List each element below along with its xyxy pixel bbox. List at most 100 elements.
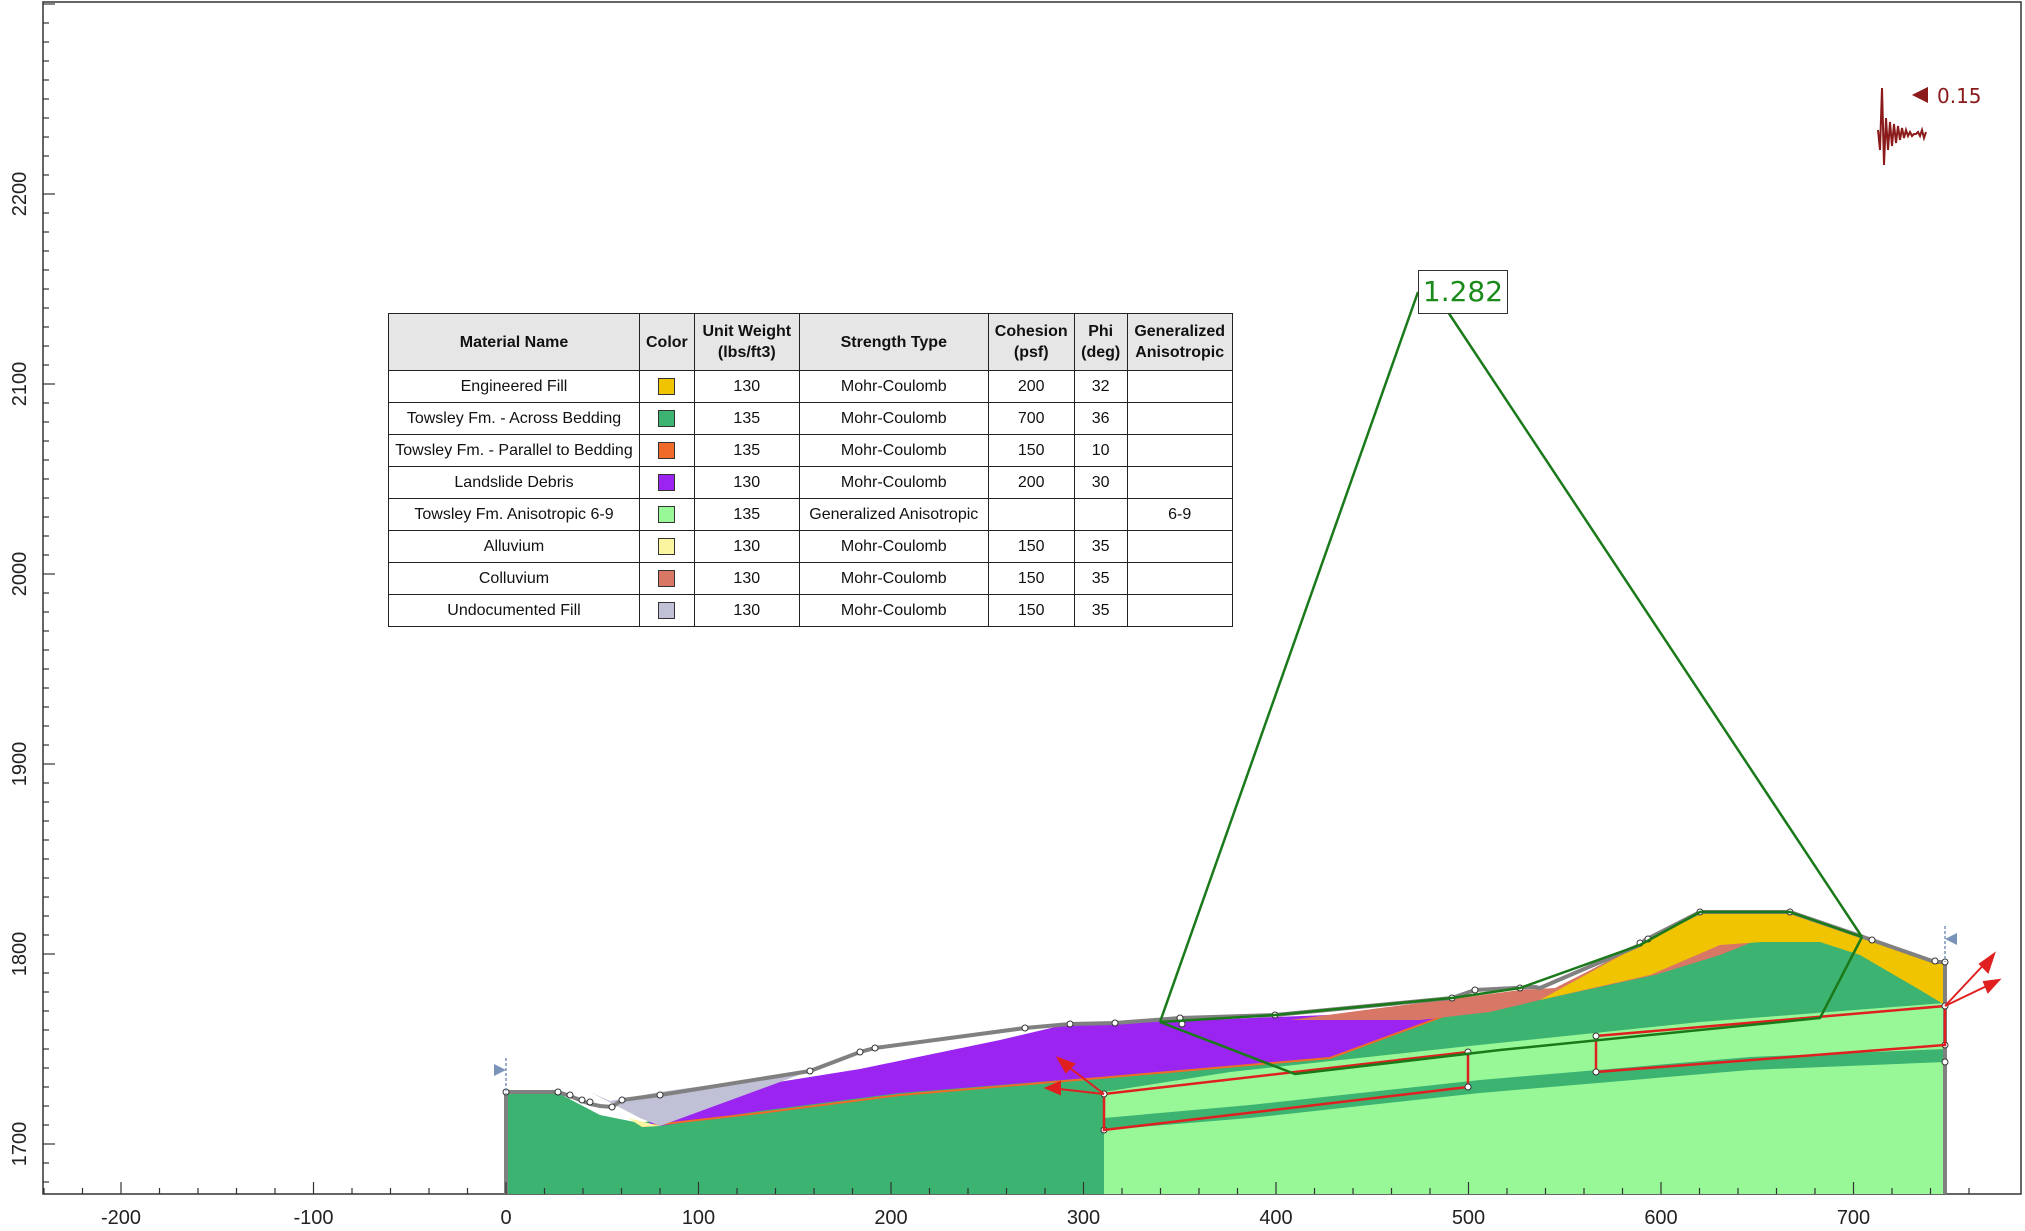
force-arrows	[1043, 951, 2002, 1096]
strength-type-cell: Generalized Anisotropic	[798, 498, 989, 531]
region-alluvium	[628, 1118, 660, 1127]
material-name-cell: Alluvium	[388, 530, 640, 563]
cohesion-cell: 700	[987, 402, 1075, 435]
phi-cell: 32	[1073, 370, 1128, 403]
material-name-cell: Engineered Fill	[388, 370, 640, 403]
phi-cell: 35	[1073, 594, 1128, 627]
material-name-cell: Undocumented Fill	[388, 594, 640, 627]
y-tick-label: 1700	[9, 1122, 31, 1167]
x-tick-label: 700	[1837, 1207, 1870, 1229]
color-cell	[639, 466, 695, 499]
material-name-cell: Towsley Fm. - Parallel to Bedding	[388, 434, 640, 467]
phi-cell: 36	[1073, 402, 1128, 435]
y-tick-label: 1900	[9, 742, 31, 787]
material-name-cell: Towsley Fm. Anisotropic 6-9	[388, 498, 640, 531]
region-dark-band	[1104, 1049, 1945, 1130]
material-color-swatch	[658, 441, 676, 459]
x-tick-label: 100	[682, 1207, 715, 1229]
region-parallel-bedding	[644, 1009, 1461, 1127]
y-tick-label: 2100	[9, 362, 31, 407]
region-landslide-debris	[642, 1010, 1460, 1126]
critical-slip-surface	[1159, 936, 1864, 1076]
slope-geometry	[502, 908, 1949, 1194]
material-color-swatch	[658, 601, 676, 619]
strength-type-cell: Mohr-Coulomb	[798, 594, 989, 627]
strength-type-cell: Mohr-Coulomb	[798, 370, 989, 403]
x-tick-label: 300	[1067, 1207, 1100, 1229]
anisotropic-cell	[1126, 434, 1233, 467]
x-tick-label: 500	[1452, 1207, 1485, 1229]
x-tick-label: -200	[101, 1207, 141, 1229]
boundary-marker-left-icon	[494, 1064, 506, 1076]
phi-cell: 10	[1073, 434, 1128, 467]
boundary-marker-right-icon	[1945, 933, 1957, 945]
unit-weight-cell: 130	[693, 562, 800, 595]
strength-type-cell: Mohr-Coulomb	[798, 466, 989, 499]
region-towsley-anisotropic	[1104, 1003, 1945, 1194]
cohesion-cell: 150	[987, 530, 1075, 563]
color-cell	[639, 530, 695, 563]
color-cell	[639, 402, 695, 435]
phi-cell: 35	[1073, 562, 1128, 595]
material-color-swatch	[658, 569, 676, 587]
material-color-swatch	[658, 409, 676, 427]
anisotropic-cell	[1126, 370, 1233, 403]
unit-weight-cell: 135	[693, 498, 800, 531]
material-name-cell: Landslide Debris	[388, 466, 640, 499]
x-tick-label: -100	[293, 1207, 333, 1229]
unit-weight-cell: 135	[693, 434, 800, 467]
strength-type-cell: Mohr-Coulomb	[798, 530, 989, 563]
material-color-swatch	[658, 473, 676, 491]
anisotropic-cell	[1126, 594, 1233, 627]
region-undocumented-fill	[590, 1071, 810, 1126]
phi-cell: 30	[1073, 466, 1128, 499]
material-color-swatch	[658, 377, 676, 395]
x-tick-label: 400	[1259, 1207, 1292, 1229]
color-cell	[639, 562, 695, 595]
seismic-load-icon	[1877, 87, 1927, 166]
material-color-swatch	[658, 505, 676, 523]
anisotropic-cell	[1126, 562, 1233, 595]
anisotropic-cell	[1126, 402, 1233, 435]
material-name-cell: Colluvium	[388, 562, 640, 595]
cohesion-cell: 200	[987, 466, 1075, 499]
cohesion-cell: 150	[987, 594, 1075, 627]
unit-weight-cell: 130	[693, 466, 800, 499]
y-tick-label: 1800	[9, 932, 31, 977]
anisotropic-cell	[1126, 466, 1233, 499]
y-tick-label: 2000	[9, 552, 31, 597]
strength-type-cell: Mohr-Coulomb	[798, 434, 989, 467]
factor-of-safety-label[interactable]: 1.282	[1418, 270, 1508, 314]
unit-weight-cell: 135	[693, 402, 800, 435]
col-phi: Phi(deg)	[1073, 313, 1128, 371]
unit-weight-cell: 130	[693, 594, 800, 627]
unit-weight-cell: 130	[693, 530, 800, 563]
col-color: Color	[639, 313, 695, 371]
cohesion-cell: 150	[987, 434, 1075, 467]
color-cell	[639, 594, 695, 627]
col-unit-weight: Unit Weight(lbs/ft3)	[693, 313, 800, 371]
color-cell	[639, 498, 695, 531]
region-engineered-fill	[1540, 912, 1945, 1005]
cohesion-cell: 150	[987, 562, 1075, 595]
anisotropic-cell: 6-9	[1126, 498, 1233, 531]
x-tick-label: 600	[1644, 1207, 1677, 1229]
materials-table-header: Material Name Color Unit Weight(lbs/ft3)…	[388, 313, 1233, 371]
x-tick-label: 0	[500, 1207, 511, 1229]
seismic-coefficient-label: 0.15	[1937, 84, 1982, 108]
color-cell	[639, 434, 695, 467]
strength-type-cell: Mohr-Coulomb	[798, 402, 989, 435]
phi-cell: 35	[1073, 530, 1128, 563]
color-cell	[639, 370, 695, 403]
col-cohesion: Cohesion(psf)	[987, 313, 1075, 371]
